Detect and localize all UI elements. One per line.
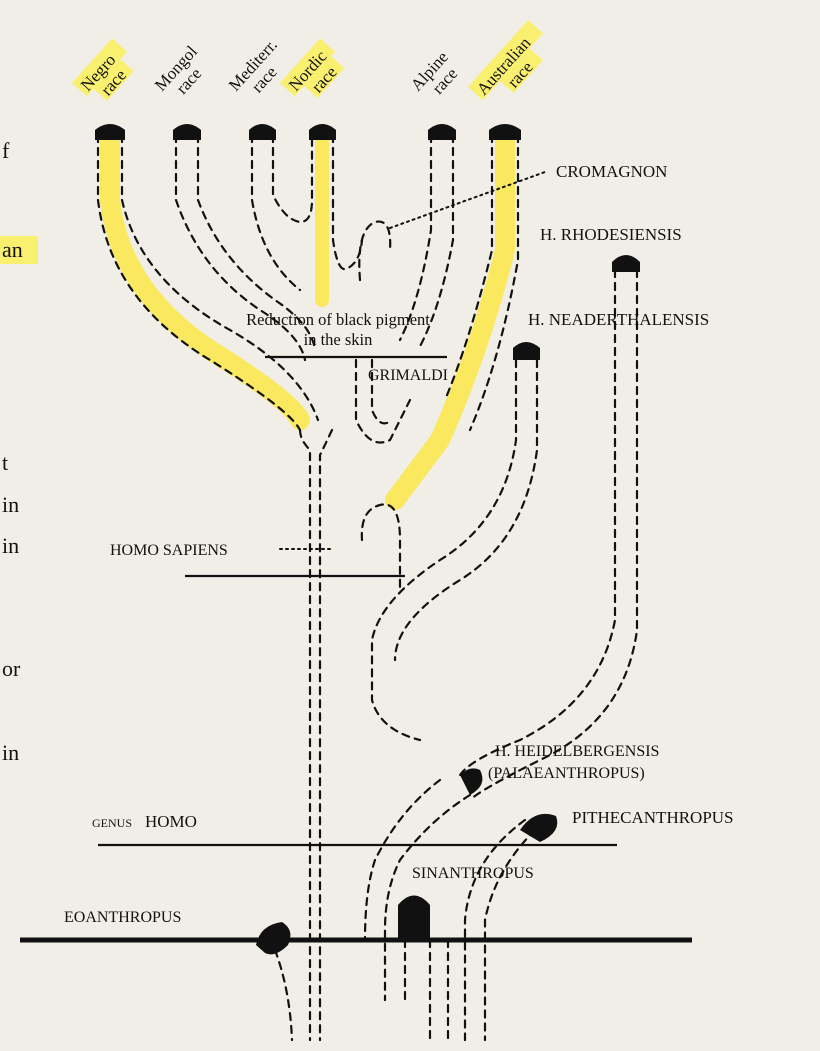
cromagnon-label: CROMAGNON: [556, 162, 667, 181]
genus-homo-label: HOMO: [145, 812, 197, 831]
neaderthalensis-label: H. NEADERTHALENSIS: [528, 310, 709, 329]
margin-fragment: t: [2, 450, 8, 475]
lineage-lines: [98, 135, 637, 1040]
margin-text-fragments: f an t in in or in: [0, 138, 38, 765]
pigment-reduction-label-line2: in the skin: [304, 330, 373, 349]
negro-lineage-highlight: [110, 135, 300, 420]
homo-sapiens-label: HOMO SAPIENS: [110, 542, 228, 559]
cromagnon-leader: [390, 172, 545, 228]
heidelbergensis-label-line2: (PALAEANTHROPUS): [488, 765, 645, 782]
eoanthropus-label: EOANTHROPUS: [64, 909, 181, 926]
pithecanthropus-label: PITHECANTHROPUS: [572, 808, 734, 827]
race-label-nordic: Nordic race: [280, 38, 350, 109]
sinanthropus-label: SINANTHROPUS: [412, 865, 534, 882]
margin-fragment: an: [2, 237, 23, 262]
margin-fragment: in: [2, 740, 19, 765]
genus-label-small: GENUS: [92, 816, 132, 830]
margin-fragment: or: [2, 656, 21, 681]
race-labels: Negro race Mongol race Mediterr. race No…: [72, 20, 558, 114]
margin-fragment: in: [2, 492, 19, 517]
race-label-mediterr: Mediterr. race: [225, 35, 295, 106]
race-label-australian: Australian race: [468, 20, 558, 114]
rhodesiensis-label: H. RHODESIENSIS: [540, 225, 682, 244]
race-label-mongol: Mongol race: [151, 42, 215, 107]
race-label-negro: Negro race: [72, 38, 142, 109]
pigment-reduction-label-line1: Reduction of black pigment: [246, 310, 430, 329]
margin-fragment: f: [2, 138, 10, 163]
grimaldi-label: GRIMALDI: [368, 367, 448, 384]
heidelbergensis-label-line1: H. HEIDELBERGENSIS: [495, 743, 659, 760]
margin-fragment: in: [2, 533, 19, 558]
race-label-alpine: Alpine race: [407, 48, 465, 107]
